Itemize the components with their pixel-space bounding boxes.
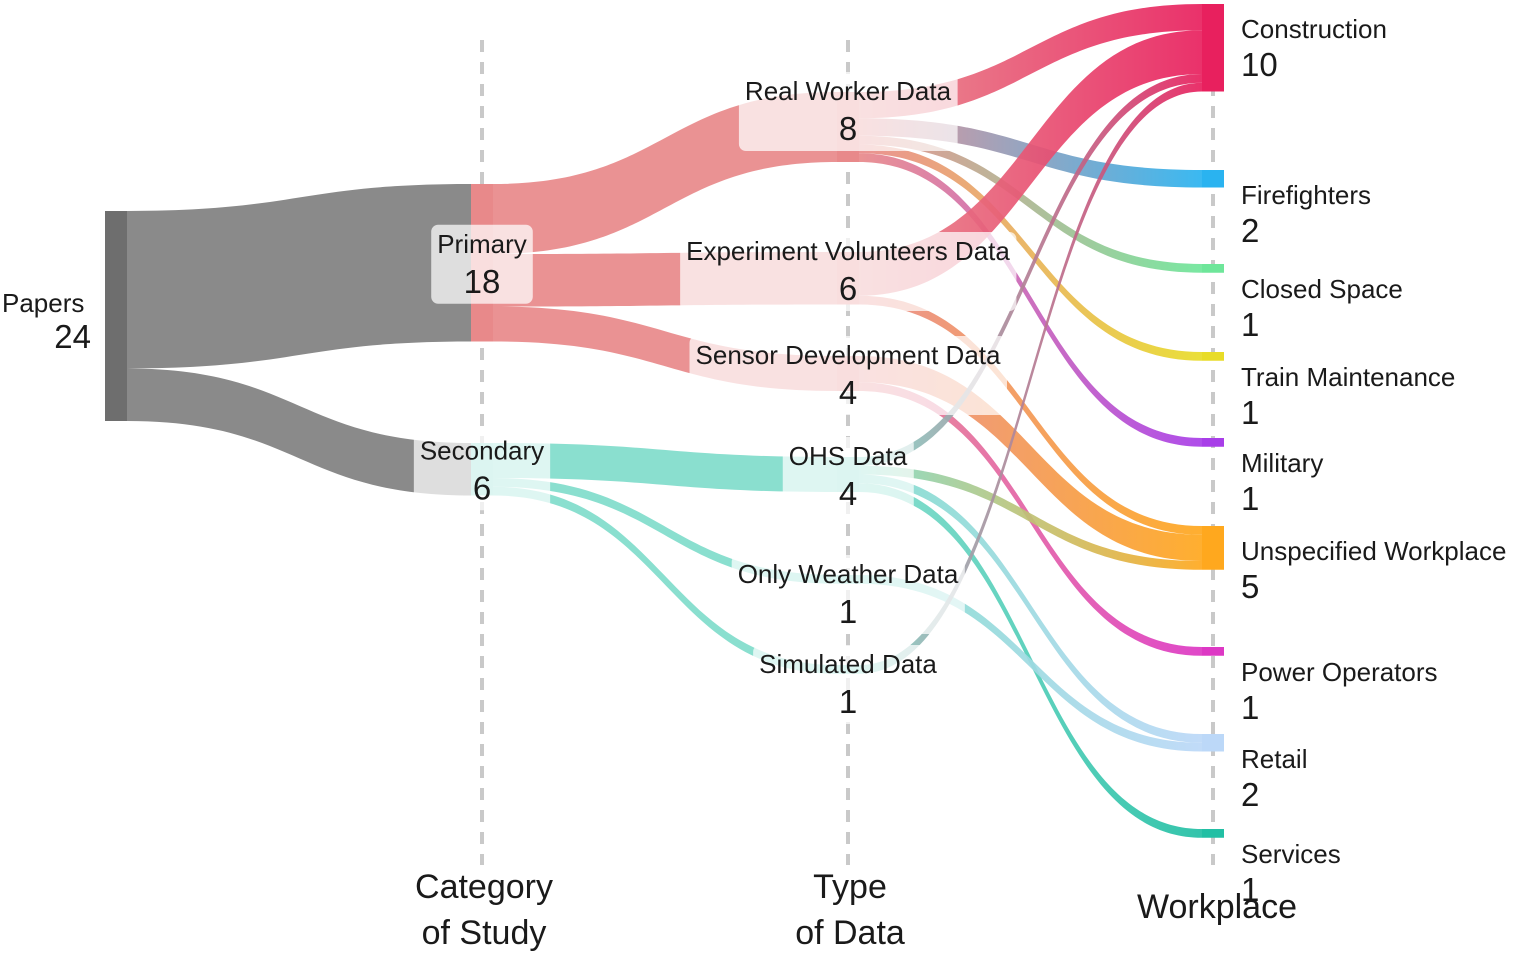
link-real_worker-closed_space	[859, 135, 1202, 273]
node-label-train_maint: Train Maintenance	[1241, 362, 1455, 392]
link-ohs-unspecified	[859, 465, 1202, 570]
flow-links	[127, 4, 1202, 838]
link-secondary-simulated	[493, 486, 837, 674]
node-bar-retail	[1202, 734, 1224, 752]
node-label-box-sensor_dev	[689, 336, 1008, 415]
link-exp_vol-unspecified	[859, 295, 1202, 535]
node-label-box-simulated	[753, 645, 944, 724]
node-label-box-weather	[731, 555, 965, 634]
link-simulated-construction	[859, 82, 1202, 674]
node-value-secondary: 6	[473, 469, 491, 506]
node-value-firefighters: 2	[1241, 212, 1259, 249]
node-label-unspecified: Unspecified Workplace	[1241, 536, 1506, 566]
link-real_worker-train_maint	[859, 144, 1202, 361]
link-exp_vol-construction	[859, 30, 1202, 296]
node-label-box-secondary	[413, 431, 551, 511]
link-real_worker-military	[859, 153, 1202, 447]
node-label-weather: Only Weather Data	[738, 559, 959, 589]
node-label-power_ops: Power Operators	[1241, 657, 1438, 687]
node-value-sensor_dev: 4	[839, 374, 857, 411]
node-bar-train_maint	[1202, 352, 1224, 361]
link-sensor_dev-unspecified	[859, 356, 1202, 561]
node-value-train_maint: 1	[1241, 394, 1259, 431]
node-bar-construction	[1202, 4, 1224, 92]
column-label-col3-0: Workplace	[1137, 888, 1297, 926]
link-ohs-construction	[859, 74, 1202, 466]
node-bar-closed_space	[1202, 264, 1224, 273]
node-label-sensor_dev: Sensor Development Data	[696, 340, 1001, 370]
node-value-services: 1	[1241, 871, 1259, 908]
node-label-box-exp_vol	[680, 232, 1017, 311]
node-value-unspecified: 5	[1241, 568, 1259, 605]
node-label-services: Services	[1241, 839, 1341, 869]
node-label-military: Military	[1241, 448, 1323, 478]
node-label-simulated: Simulated Data	[759, 649, 937, 679]
node-label-real_worker: Real Worker Data	[745, 76, 952, 106]
node-bar-military	[1202, 438, 1224, 447]
column-label-col2-1: of Data	[795, 914, 905, 952]
node-label-primary: Primary	[437, 229, 527, 259]
column-labels: Category of Study Type of Data Workplace	[415, 868, 1297, 952]
node-bar-papers	[105, 211, 127, 421]
node-value-weather: 1	[839, 593, 857, 630]
column-label-col1-0: Category	[415, 868, 553, 906]
node-label-box-primary	[431, 224, 533, 304]
node-label-exp_vol: Experiment Volunteers Data	[686, 236, 1010, 266]
node-label-ohs: OHS Data	[789, 441, 908, 471]
node-value-construction: 10	[1241, 46, 1278, 83]
node-label-firefighters: Firefighters	[1241, 180, 1371, 210]
node-bar-unspecified	[1202, 526, 1224, 570]
node-value-papers: 24	[54, 318, 91, 355]
node-value-military: 1	[1241, 480, 1259, 517]
node-bar-power_ops	[1202, 647, 1224, 656]
node-value-real_worker: 8	[839, 110, 857, 147]
node-label-box-ohs	[782, 437, 914, 516]
link-papers-primary	[127, 184, 471, 369]
link-weather-retail	[859, 575, 1202, 752]
node-value-simulated: 1	[839, 683, 857, 720]
node-value-ohs: 4	[839, 475, 857, 512]
column-label-col2-0: Type	[813, 868, 887, 906]
node-value-exp_vol: 6	[839, 270, 857, 307]
node-value-power_ops: 1	[1241, 689, 1259, 726]
node-value-primary: 18	[464, 263, 501, 300]
node-label-papers: Papers	[2, 288, 84, 318]
node-label-construction: Construction	[1241, 14, 1387, 44]
node-value-retail: 2	[1241, 776, 1259, 813]
node-value-closed_space: 1	[1241, 306, 1259, 343]
node-bar-firefighters	[1202, 170, 1224, 188]
node-label-secondary: Secondary	[420, 435, 544, 465]
node-label-closed_space: Closed Space	[1241, 274, 1403, 304]
link-papers-secondary	[127, 368, 471, 496]
link-secondary-weather	[493, 478, 837, 584]
node-label-retail: Retail	[1241, 744, 1307, 774]
column-label-col1-1: of Study	[422, 914, 547, 952]
link-ohs-retail	[859, 474, 1202, 743]
node-label-box-real_worker	[738, 72, 958, 151]
node-bar-services	[1202, 829, 1224, 838]
link-secondary-ohs	[493, 443, 837, 492]
